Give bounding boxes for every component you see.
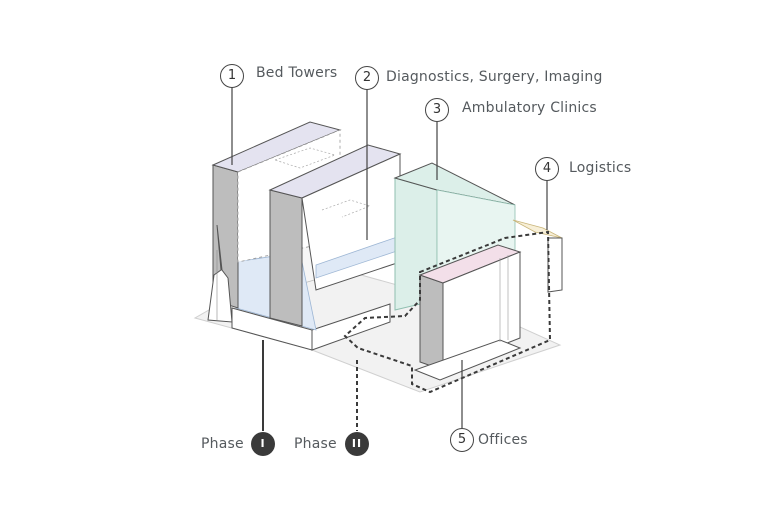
callout-label-diagnostics: Diagnostics, Surgery, Imaging (386, 69, 603, 85)
offices-base (413, 339, 522, 381)
callout-label-logistics: Logistics (569, 160, 632, 176)
phase-2-badge: II (345, 432, 369, 456)
callout-label-offices: Offices (478, 432, 528, 448)
tower-ghost-lines-2 (321, 199, 372, 218)
podium-right (311, 303, 391, 351)
bed-tower-2-front (269, 189, 303, 327)
tower-ghost-lines (274, 147, 337, 169)
church-steeple (207, 224, 233, 323)
phase-2-boundary (343, 230, 552, 394)
callout-number-3: 3 (425, 98, 449, 122)
phase-2-label: Phase (294, 436, 337, 452)
logistics-side (547, 237, 563, 293)
offices-front (419, 274, 444, 371)
callout-number-2: 2 (355, 66, 379, 90)
callout-number-5: 5 (450, 428, 474, 452)
offices-side (442, 251, 521, 369)
callout-number-4: 4 (535, 157, 559, 181)
callout-label-bed-towers: Bed Towers (256, 65, 338, 81)
phase-1-badge: I (251, 432, 275, 456)
phase-1-label: Phase (201, 436, 244, 452)
callout-number-1: 1 (220, 64, 244, 88)
callout-label-ambulatory: Ambulatory Clinics (462, 100, 597, 116)
